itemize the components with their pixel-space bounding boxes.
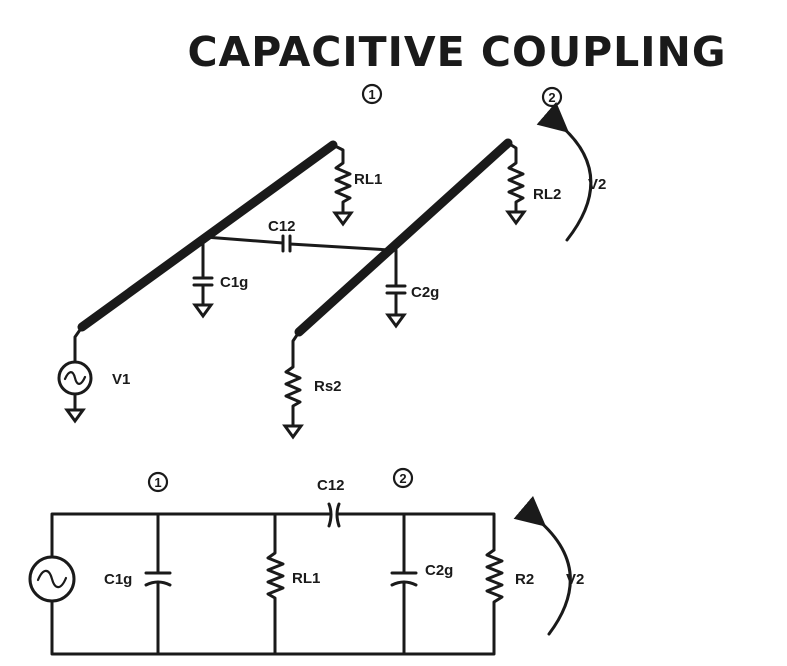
top-node-2-label: 2 [548,90,555,105]
top-v2-arc [536,101,593,242]
bottom-rl1-resistor [266,512,285,656]
c12-capacitor [203,234,392,253]
c1g-label: C1g [220,274,248,291]
rl2-label: RL2 [533,186,561,203]
top-diagram: 1 2 RL1 RL2 C12 [57,83,606,440]
bottom-node-1-label: 1 [154,475,161,490]
bottom-top-rail [50,502,496,558]
top-v2-label: V2 [588,176,606,193]
conductor-2 [294,138,513,337]
bottom-node-2-label: 2 [399,471,406,486]
top-node-1-marker: 1 [361,83,383,105]
top-node-1-label: 1 [368,87,375,102]
c2g-label: C2g [411,284,439,301]
bottom-r2-resistor [485,548,504,609]
c12-label: C12 [268,218,296,235]
rs2-label: Rs2 [314,378,342,395]
c2g-capacitor [385,248,407,329]
bottom-c1g-label: C1g [104,571,132,588]
bottom-source [28,555,76,603]
rs2-resistor [282,330,304,440]
page-title: CAPACITIVE COUPLING [187,28,726,76]
rl1-resistor [331,143,354,227]
bottom-node-2-marker: 2 [392,467,414,489]
bottom-c2g-label: C2g [425,562,453,579]
bottom-c2g-capacitor [390,512,418,656]
bottom-rl1-label: RL1 [292,570,320,587]
rl1-label: RL1 [354,171,382,188]
bottom-diagram: 1 2 C12 C1g [28,467,584,656]
bottom-v2-label: V2 [566,571,584,588]
v1-label: V1 [112,371,130,388]
rl2-resistor [505,141,527,226]
v1-source [57,325,93,424]
bottom-v2-arc [513,495,572,636]
bottom-ground-rail [50,599,496,656]
top-node-2-marker: 2 [541,86,563,108]
c1g-capacitor [192,238,214,319]
bottom-r2-label: R2 [515,571,534,588]
bottom-c1g-capacitor [144,512,172,656]
bottom-node-1-marker: 1 [147,471,169,493]
bottom-c12-label: C12 [317,477,345,494]
